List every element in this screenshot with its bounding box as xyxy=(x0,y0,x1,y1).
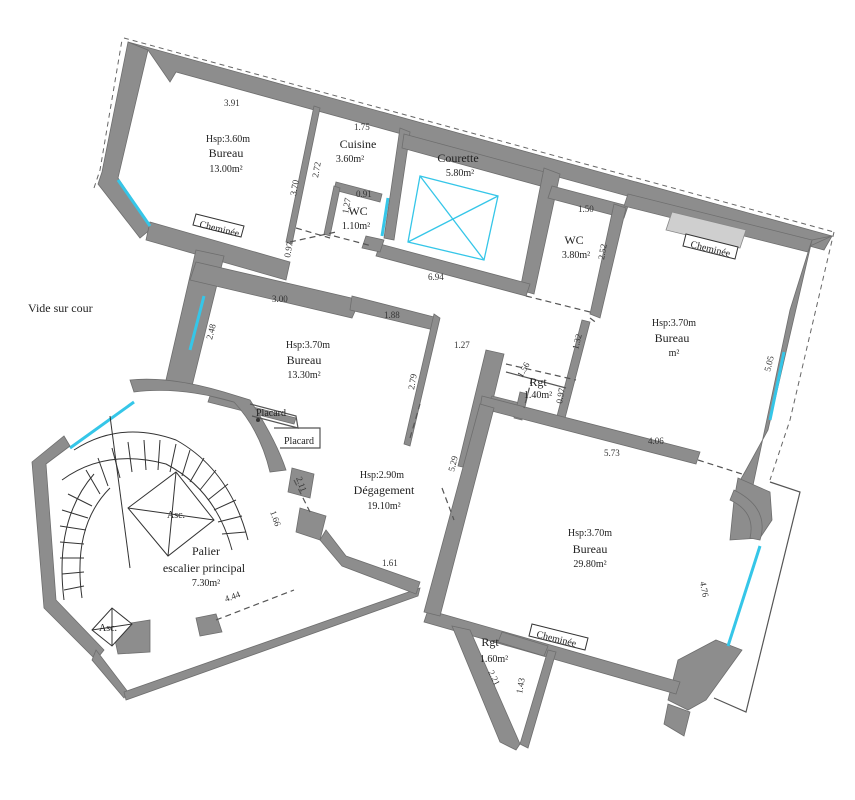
dim: 6.94 xyxy=(428,272,444,282)
room-area: 13.00m² xyxy=(209,164,242,175)
room-wc-1: WC 1.10m² xyxy=(342,204,370,232)
room-rgt-2: Rgt 1.60m² xyxy=(480,635,508,665)
room-courette: Courette 5.80m² xyxy=(437,151,478,179)
dim: 4.44 xyxy=(223,589,242,604)
dim: 1.50 xyxy=(578,204,594,214)
room-name: Dégagement xyxy=(354,483,415,497)
room-name: Courette xyxy=(437,151,478,165)
dim: 3.00 xyxy=(272,294,288,304)
room-degagement: Hsp:2.90m Dégagement 19.10m² xyxy=(354,470,415,512)
room-name: Bureau xyxy=(287,353,322,367)
room-name: Cuisine xyxy=(340,137,377,151)
room-area: 19.10m² xyxy=(367,501,400,512)
interior-walls xyxy=(31,105,813,701)
dim: 2.52 xyxy=(596,243,609,260)
placard-label-1: Placard xyxy=(256,408,286,419)
placard-label-2: Placard xyxy=(284,436,314,447)
asc-label-main: Asc. xyxy=(167,510,185,521)
dim: 2.11 xyxy=(294,475,309,493)
room-bureau-1: Hsp:3.60m Bureau 13.00m² xyxy=(206,134,250,175)
room-area: 1.40m² xyxy=(524,390,552,401)
room-labels: Vide sur cour Hsp:3.60m Bureau 13.00m² C… xyxy=(28,134,696,665)
room-name: Rgt xyxy=(529,375,547,389)
room-name-2: escalier principal xyxy=(163,561,246,575)
room-area: 13.30m² xyxy=(287,370,320,381)
room-bureau-4: Hsp:3.70m Bureau 29.80m² xyxy=(568,528,612,570)
dim: 0.97 xyxy=(282,241,295,259)
dim: 3.91 xyxy=(224,98,240,108)
dim: 4.76 xyxy=(698,581,711,599)
room-area: m² xyxy=(669,348,680,359)
dim: 1.43 xyxy=(514,677,527,695)
room-bureau-2: Hsp:3.70m Bureau 13.30m² xyxy=(286,340,330,381)
outer-walls xyxy=(93,37,835,751)
room-cuisine: Cuisine 3.60m² xyxy=(336,137,376,165)
dim: 1.75 xyxy=(354,122,370,132)
cheminee-bureau-3: Cheminée xyxy=(665,211,747,260)
cheminee-bureau-1: Cheminée xyxy=(192,213,245,240)
dim: 5.73 xyxy=(604,448,620,458)
dim: 5.29 xyxy=(446,454,460,472)
dim: 3.70 xyxy=(288,179,301,197)
room-height: Hsp:3.70m xyxy=(568,528,612,539)
room-area: 29.80m² xyxy=(573,559,606,570)
dim: 0.91 xyxy=(356,189,372,199)
dim: 1.32 xyxy=(570,333,584,351)
room-name: Bureau xyxy=(655,331,690,345)
room-name: Palier xyxy=(192,544,220,558)
room-height: Hsp:3.70m xyxy=(652,318,696,329)
dim: 1.88 xyxy=(384,310,400,320)
dim: 5.05 xyxy=(762,354,776,372)
dim: 1.61 xyxy=(382,558,398,568)
room-name: WC xyxy=(564,233,583,247)
room-palier: Palier escalier principal 7.30m² xyxy=(163,544,246,589)
dim: 2.48 xyxy=(204,322,218,340)
dimension-labels: 3.91 1.75 3.70 2.72 0.91 1.27 0.97 6.94 … xyxy=(204,98,776,694)
dim: 1.27 xyxy=(454,340,470,350)
room-height: Hsp:2.90m xyxy=(360,470,404,481)
door-openings xyxy=(215,227,743,621)
room-area: 7.30m² xyxy=(192,578,220,589)
room-area: 1.60m² xyxy=(480,654,508,665)
room-height: Hsp:3.70m xyxy=(286,340,330,351)
dim: 1.27 xyxy=(340,197,353,215)
room-area: 3.60m² xyxy=(336,154,364,165)
room-name: Bureau xyxy=(573,542,608,556)
dim: 4.06 xyxy=(648,436,664,446)
dim: 0.97 xyxy=(554,387,567,405)
room-name: Rgt xyxy=(481,635,499,649)
staircase xyxy=(59,415,249,647)
room-height: Hsp:3.60m xyxy=(206,134,250,145)
room-rgt-1: Rgt 1.40m² xyxy=(524,375,552,401)
dim: 1.66 xyxy=(268,509,283,528)
room-area: 1.10m² xyxy=(342,221,370,232)
room-name: WC xyxy=(348,204,367,218)
placard-1: Placard xyxy=(249,403,299,429)
dim: 2.79 xyxy=(406,373,419,391)
outside-label: Vide sur cour xyxy=(28,301,93,315)
room-name: Bureau xyxy=(209,146,244,160)
asc-label-small: Asc. xyxy=(99,623,117,634)
courette-skylight xyxy=(407,175,499,261)
placard-2: Placard xyxy=(274,427,321,449)
room-bureau-3: Hsp:3.70m Bureau m² xyxy=(652,318,696,359)
dim: 2.72 xyxy=(310,161,323,178)
room-wc-2: WC 3.80m² xyxy=(562,233,590,261)
room-area: 5.80m² xyxy=(446,168,474,179)
room-area: 3.80m² xyxy=(562,250,590,261)
